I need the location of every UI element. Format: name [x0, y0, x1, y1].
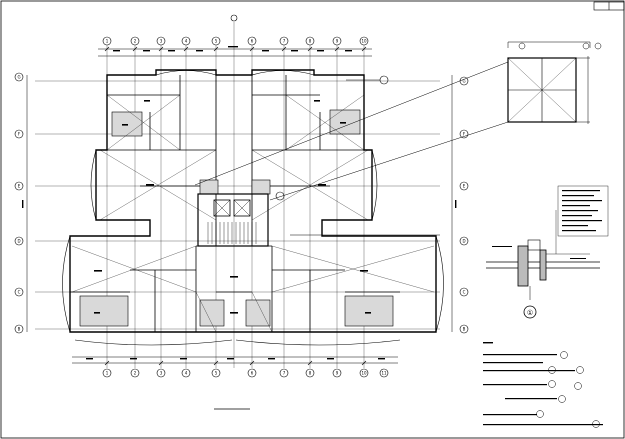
- room-diagonals: [71, 94, 435, 333]
- top-axis-label: 3: [160, 39, 163, 44]
- notes-callouts: [536, 351, 600, 428]
- notes-block: [483, 342, 603, 428]
- left-axis-label: B: [18, 327, 21, 332]
- detail-callout: ①: [527, 309, 533, 317]
- left-axis-labels: G F E D C B: [17, 75, 20, 332]
- right-axis-label: D: [462, 239, 465, 244]
- top-axis-label: 5: [215, 39, 218, 44]
- right-axis-label: B: [463, 327, 466, 332]
- stair-core: [197, 193, 269, 247]
- top-axis-label: 7: [283, 39, 286, 44]
- enlarged-detail: [507, 41, 602, 124]
- bottom-axis-label: 2: [134, 371, 137, 376]
- right-axis-label: F: [463, 132, 466, 137]
- building-outline: [69, 69, 437, 333]
- bottom-axis-labels: 1 2 3 4 5 6 7 8 9 10 11: [106, 371, 387, 376]
- right-axis-label: G: [462, 79, 465, 84]
- top-axis-label: 10: [361, 39, 367, 44]
- bottom-axis-bubbles: [102, 368, 389, 378]
- bottom-axis-label: 3: [160, 371, 163, 376]
- top-axis-labels: 1 2 3 4 5 6 7 8 9 10: [106, 39, 367, 44]
- curved-edges: [62, 70, 444, 346]
- right-axis-label: E: [463, 184, 466, 189]
- bottom-axis-label: 4: [185, 371, 188, 376]
- dimension-ticks: [104, 46, 367, 366]
- right-axis-labels: G F E D C B: [462, 79, 465, 332]
- top-axis-label: 1: [106, 39, 109, 44]
- leader-lines: [194, 61, 509, 236]
- top-axis-label: 9: [336, 39, 339, 44]
- bottom-axis-label: 7: [283, 371, 286, 376]
- right-axis-bubbles: [459, 76, 469, 334]
- left-axis-label: D: [17, 239, 20, 244]
- bottom-axis-label: 8: [309, 371, 312, 376]
- notes-text-marks: [483, 342, 603, 426]
- right-axis-label: C: [463, 290, 466, 295]
- bottom-axis-label: 5: [215, 371, 218, 376]
- left-axis-bubbles: [14, 72, 24, 334]
- bottom-axis-label: 1: [106, 371, 109, 376]
- title-block: [593, 1, 625, 11]
- bottom-axis-label: 10: [361, 371, 367, 376]
- top-axis-label: 8: [309, 39, 312, 44]
- left-axis-label: C: [18, 290, 21, 295]
- bottom-axis-label: 11: [381, 371, 387, 376]
- left-axis-label: G: [17, 75, 20, 80]
- dimension-lines: [26, 48, 453, 364]
- top-axis-bubbles: [102, 14, 369, 46]
- bottom-axis-label: 9: [336, 371, 339, 376]
- dimension-text-marks: [22, 46, 457, 360]
- left-axis-label: F: [18, 132, 21, 137]
- top-axis-label: 2: [134, 39, 137, 44]
- top-axis-label: 6: [251, 39, 254, 44]
- top-axis-label: 4: [185, 39, 188, 44]
- left-axis-label: E: [18, 184, 21, 189]
- plan-callouts: [275, 75, 389, 201]
- room-label-marks: [94, 100, 371, 314]
- shaded-rooms: [79, 109, 394, 327]
- bottom-axis-label: 6: [251, 371, 254, 376]
- section-detail: [486, 185, 609, 300]
- detail-title-block: ①: [523, 305, 537, 319]
